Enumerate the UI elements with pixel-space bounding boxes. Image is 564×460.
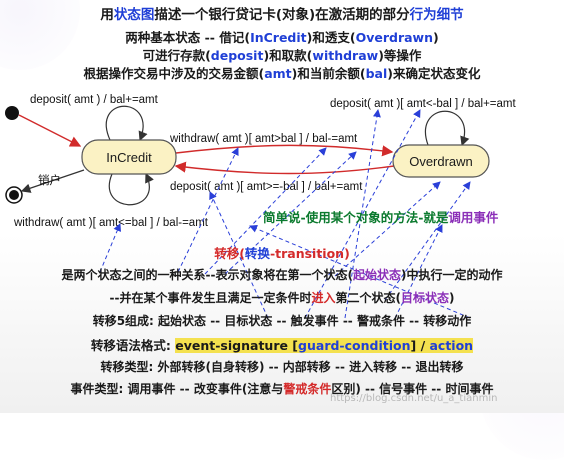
dashed-pointer xyxy=(384,181,471,301)
withdraw-to-overdrawn-arrow xyxy=(175,144,394,157)
deposit-to-incredit-arrow xyxy=(174,161,395,175)
dashed-pointer xyxy=(209,191,269,319)
dashed-pointer xyxy=(99,223,121,273)
keyword: 目标状态 xyxy=(400,291,449,305)
title-keyword: 状态图 xyxy=(113,7,155,23)
text: )来确定状态变化 xyxy=(387,66,481,81)
definition-line-5: 转移类型: 外部转移(自身转移) -- 内部转移 -- 进入转移 -- 退出转移 xyxy=(100,360,464,374)
title-keyword: 行为细节 xyxy=(409,7,464,23)
dashed-pointer xyxy=(304,109,421,319)
syntax-highlight: event-signature [guard-condition] / acti… xyxy=(175,338,474,353)
withdraw-self-loop-arrow xyxy=(108,172,154,206)
keyword: 警戒条件 xyxy=(283,382,332,396)
intro-line-rules: 根据操作交易中涉及的交易金额(amt)和当前余额(bal)来确定状态变化 xyxy=(0,63,564,82)
overdrawn-self-loop-arrow xyxy=(425,110,470,147)
transition-label-withdraw-to-overdrawn: withdraw( amt )[ amt>bal ] / bal-=amt xyxy=(169,133,358,145)
text: 转移( xyxy=(214,246,245,261)
text: --并在某个事件发生且满足一定条件时 xyxy=(109,291,312,305)
state-overdrawn-label: Overdrawn xyxy=(409,154,473,169)
text: )和透支( xyxy=(306,30,356,45)
text: -transition) xyxy=(269,246,350,261)
definition-heading: 转移(转换-transition) xyxy=(0,243,564,262)
state-incredit xyxy=(81,139,177,175)
syntax-part: event-signature [ xyxy=(175,338,299,353)
initial-state-marker xyxy=(5,106,19,120)
keyword: InCredit xyxy=(250,30,307,45)
syntax-guard: guard-condition xyxy=(298,338,411,353)
intro-line-operations: 可进行存款(deposit)和取款(withdraw)等操作 xyxy=(0,45,564,64)
syntax-action: action xyxy=(429,338,474,353)
definition-line-2: --并在某个事件发生且满足一定条件时进入第二个状态(目标状态) xyxy=(0,289,564,306)
definition-panel xyxy=(0,234,564,413)
text: 事件类型: 调用事件 -- 改变事件(注意与 xyxy=(70,382,284,396)
keyword: 转换 xyxy=(244,246,270,261)
state-diagram: InCredit Overdrawn deposit( amt ) / bal+… xyxy=(5,94,516,319)
state-overdrawn xyxy=(392,144,490,178)
dashed-pointer xyxy=(177,147,239,273)
intro-line-states: 两种基本状态 -- 借记(InCredit)和透支(Overdrawn) xyxy=(0,27,564,46)
slide-title: 用状态图描述一个银行贷记卡(对象)在激活期的部分行为细节 xyxy=(0,3,564,23)
definition-line-1: 是两个状态之间的一种关系--表示对象将在第一个状态(起始状态)中执行一定的动作 xyxy=(0,266,564,283)
transition-label-withdraw-self: withdraw( amt )[ amt<=bal ] / bal-=amt xyxy=(13,217,209,229)
call-event-note: 简单说-使用某个对象的方法-就是调用事件 xyxy=(263,207,498,226)
definition-line-syntax: 转移语法格式: event-signature [guard-condition… xyxy=(0,335,564,354)
definition-line-6: 事件类型: 调用事件 -- 改变事件(注意与警戒条件区别) -- 信号事件 --… xyxy=(0,380,564,397)
final-state-marker xyxy=(5,186,23,204)
title-text: 描述一个银行贷记卡(对象)在激活期的部分 xyxy=(154,7,410,23)
initial-transition-arrow xyxy=(18,114,82,147)
keyword: 起始状态 xyxy=(352,268,401,282)
transition-label-deposit-self: deposit( amt ) / bal+=amt xyxy=(30,94,159,106)
watermark: https://blog.csdn.net/u_a_tianmin xyxy=(330,393,498,404)
text: 两种基本状态 -- 借记( xyxy=(125,30,251,45)
dashed-pointer xyxy=(394,224,443,319)
keyword: withdraw xyxy=(312,48,379,63)
text: 可进行存款( xyxy=(142,48,211,63)
transition-label-deposit-to-incredit: deposit( amt )[ amt>=-bal ] / bal+=amt xyxy=(170,181,363,193)
text: ) xyxy=(433,30,439,45)
deposit-self-loop-arrow xyxy=(105,105,148,142)
final-state-dot xyxy=(9,190,19,200)
text: ) xyxy=(449,291,455,305)
keyword: deposit xyxy=(210,48,264,63)
text: )中执行一定的动作 xyxy=(400,268,503,282)
dashed-pointer xyxy=(249,225,471,319)
note-keyword: 调用事件 xyxy=(448,210,499,225)
text: )和取款( xyxy=(263,48,313,63)
text: 第二个状态( xyxy=(335,291,401,305)
destroy-transition-arrow xyxy=(20,169,85,193)
text: 区别) -- 信号事件 -- 时间事件 xyxy=(331,382,494,396)
state-incredit-label: InCredit xyxy=(106,150,152,165)
destroy-label: 销户 xyxy=(38,173,61,187)
definition-line-3: 转移5组成: 起始状态 -- 目标状态 -- 触发事件 -- 警戒条件 -- 转… xyxy=(92,314,472,328)
keyword: 进入 xyxy=(311,291,336,305)
text: )等操作 xyxy=(378,48,422,63)
text: )和当前余额( xyxy=(291,66,366,81)
note-text: 简单说-使用某个对象的方法-就是 xyxy=(263,210,449,225)
dashed-pointer xyxy=(334,181,441,277)
keyword: amt xyxy=(264,66,292,81)
dashed-pointer xyxy=(204,147,327,275)
text: 根据操作交易中涉及的交易金额( xyxy=(83,66,265,81)
dashed-pointer xyxy=(344,109,381,319)
keyword: bal xyxy=(365,66,388,81)
keyword: Overdrawn xyxy=(355,30,433,45)
transition-label-deposit-overdrawn-self: deposit( amt )[ amt<-bal ] / bal+=amt xyxy=(330,98,516,110)
text: 转移语法格式: xyxy=(90,338,176,353)
syntax-part: ] / xyxy=(410,338,430,353)
title-text: 用 xyxy=(100,7,114,23)
text: 是两个状态之间的一种关系--表示对象将在第一个状态( xyxy=(61,268,353,282)
dashed-pointer xyxy=(224,151,357,275)
